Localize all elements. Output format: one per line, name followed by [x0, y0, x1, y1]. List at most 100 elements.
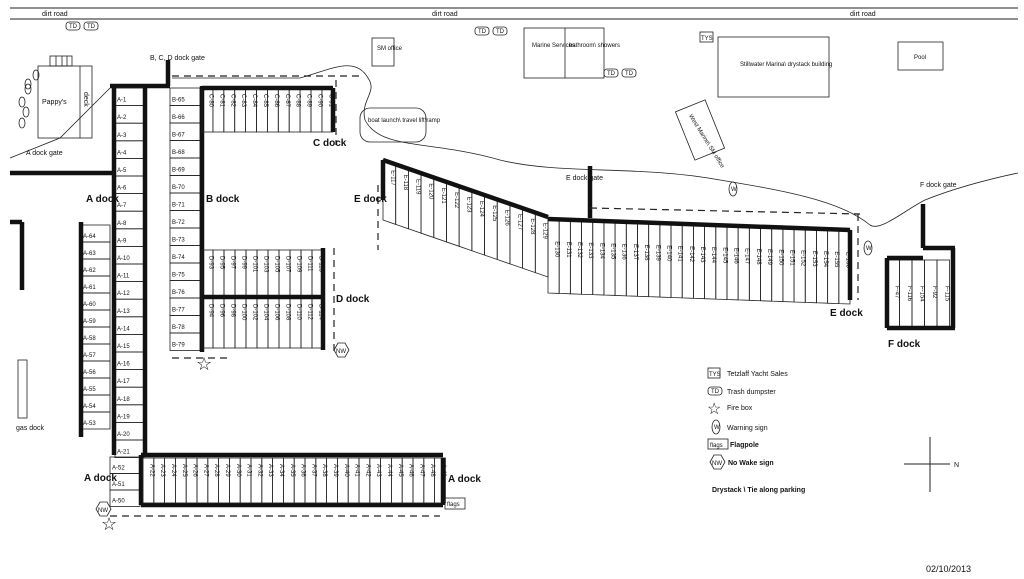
slip-label: B-68	[172, 150, 185, 156]
f-dock-label: F dock	[888, 339, 921, 350]
slip-label: D-108	[285, 304, 291, 321]
slip-label: A-56	[83, 370, 96, 376]
legend-tys: Tetzlaff Yacht Sales	[727, 371, 788, 378]
slip-label: A-31	[246, 464, 252, 477]
slip-label: B-67	[172, 133, 185, 139]
slip-label: A-20	[117, 432, 130, 438]
slip-label: E-122	[453, 192, 459, 209]
slip-label: A-38	[321, 464, 327, 477]
slip-label: A-57	[83, 353, 96, 359]
slip-label: A-29	[224, 464, 230, 477]
slip-label: D-105	[274, 256, 280, 273]
slip-label: E-155	[833, 251, 839, 268]
slip-label: D-103	[263, 256, 269, 273]
slip-label: C-90	[316, 94, 322, 108]
slip-label: E-151	[788, 250, 794, 267]
td-label: TD	[69, 24, 78, 30]
slip-label: A-60	[83, 302, 96, 308]
slip-label: A-16	[117, 362, 130, 368]
slip-label: A-11	[117, 274, 130, 280]
dirt-road-label: dirt road	[850, 11, 876, 18]
slip-label: C-82	[229, 94, 235, 108]
slip-label: E-120	[427, 183, 433, 200]
slip-label: E-140	[665, 245, 671, 262]
slip-label: C-89	[306, 94, 312, 108]
slip-label: B-79	[172, 343, 185, 349]
slip-label: E-118	[402, 175, 408, 191]
slip-label: D-101	[252, 256, 258, 273]
slip-label: B-73	[172, 238, 185, 244]
slip-label: D-94	[208, 304, 214, 318]
slip-label: C-83	[240, 94, 246, 108]
legend-fire-box-icon: ☆	[707, 401, 721, 418]
c-dock-label: C dock	[313, 138, 347, 149]
slip-label: E-153	[811, 251, 817, 268]
legend-drystack: Drystack \ Tie along parking	[712, 487, 805, 494]
f-gate-label: F dock gate	[920, 182, 957, 189]
slip-label: F-154	[918, 286, 924, 302]
slip-label: A-21	[117, 450, 130, 456]
slip-label: D-100	[241, 304, 247, 321]
slip-label: A-45	[397, 464, 403, 477]
slip-label: D-96	[219, 304, 225, 318]
e-dock-walkway	[547, 216, 851, 233]
slip-label: F-115	[943, 286, 949, 302]
slip-label: E-132	[576, 242, 582, 259]
slip-label: E-121	[440, 188, 446, 205]
slip-label: C-88	[295, 94, 301, 108]
a-dock-label: A dock	[86, 194, 119, 205]
slip-label: D-97	[230, 256, 236, 270]
slip-label: F-116	[906, 286, 912, 302]
legend-warning: Warning sign	[727, 425, 768, 432]
slip-label: A-14	[117, 326, 130, 332]
slip-label: A-32	[256, 464, 262, 477]
pool-label: Pool	[914, 55, 926, 61]
slip-label: A-61	[83, 285, 96, 291]
legend-tys-icon: TYS	[709, 372, 721, 378]
compass: N	[904, 437, 959, 492]
nw-label: NW	[336, 349, 346, 355]
slip-label: A-5	[117, 168, 127, 174]
west-marine-label: West Marine\ SM office	[687, 114, 725, 170]
pappys-building: Pappy's deck	[18, 55, 93, 139]
slip-label: A-3	[117, 133, 127, 139]
no-wake-sign-icon: NW	[333, 342, 350, 358]
slip-label: A-64	[83, 234, 96, 240]
slip-label: B-65	[172, 98, 185, 104]
gas-dock-label: gas dock	[16, 425, 45, 432]
stillwater-label: Stillwater Marina\ drystack building	[740, 62, 832, 68]
slip-label: E-138	[643, 244, 649, 261]
legend-td: Trash dumpster	[727, 389, 776, 396]
slip-label: E-117	[389, 170, 395, 186]
sm-office-building: SM office	[371, 37, 403, 67]
slip-label: A-63	[83, 251, 96, 257]
compass-label: N	[954, 462, 959, 469]
td-label: TD	[607, 71, 616, 77]
slip-label: D-113	[318, 256, 324, 273]
bcd-gate-label: B, C, D dock gate	[150, 55, 205, 62]
slip-label: A-9	[117, 238, 127, 244]
trash-dumpster-icon: TD TD	[603, 68, 637, 78]
slips-layer: A-1A-2A-3A-4A-5A-6A-7A-8A-9A-10A-11A-12A…	[78, 85, 956, 508]
slip-label: E-125	[491, 205, 497, 222]
td-label: TD	[496, 29, 505, 35]
shoreline	[9, 87, 111, 159]
slip-label: D-104	[263, 304, 269, 321]
w-label: W	[866, 246, 872, 252]
e-gate-label: E dock gate	[566, 175, 603, 182]
slip-label: A-50	[112, 499, 125, 505]
slip-label: A-30	[235, 464, 241, 477]
slip-label: E-148	[755, 249, 761, 266]
slip-label: A-23	[159, 464, 165, 477]
slip-label: A-39	[332, 464, 338, 477]
slip-label: E-127	[516, 214, 522, 231]
slip-label: A-35	[289, 464, 295, 477]
slip-label: E-147	[744, 248, 750, 265]
slip-label: E-128	[529, 218, 535, 235]
slip-label: E-152	[800, 250, 806, 267]
slip-label: D-106	[274, 304, 280, 321]
slip-label: B-75	[172, 273, 185, 279]
slip-label: A-62	[83, 268, 96, 274]
